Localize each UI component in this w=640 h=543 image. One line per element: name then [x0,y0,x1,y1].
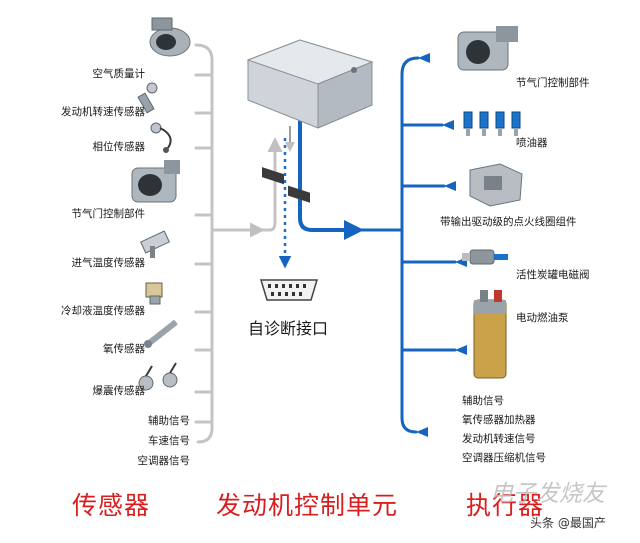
ecu-unit-icon [246,39,374,203]
canister-solenoid-icon [462,249,508,265]
watermark-caption: 头条 @最国产 [530,516,606,530]
fuel-injector-icon [463,111,521,136]
sensor-signal-label-2: 车速信号 [148,435,190,447]
phase-sensor-icon [150,122,172,153]
watermark-brand: 电子发烧友 [490,481,605,507]
fuel-pump-icon [473,290,507,379]
actuator-signal-label-3: 发动机转速信号 [462,433,536,445]
actuator-signal-label-2: 氧传感器加热器 [462,414,536,426]
sensor-label-1: 空气质量计 [92,68,146,80]
ecu-to-actuator-arrow [298,112,364,240]
ecu-title: 发动机控制单元 [216,491,399,520]
obd-label: 自诊断接口 [248,319,329,338]
sensor-label-8: 爆震传感器 [92,385,146,397]
engine-speed-sensor-icon [137,82,158,114]
actuator-label-5: 电动燃油泵 [516,312,569,324]
sensor-label-6: 冷却液温度传感器 [61,305,145,317]
actuator-signal-label-4: 空调器压缩机信号 [462,452,546,464]
actuator-label-3: 带输出驱动级的点火线圈组件 [440,216,577,228]
obd-connector-icon [259,279,319,301]
sensor-signal-label-1: 辅助信号 [148,415,190,427]
throttle-body-icon [131,160,180,203]
oxygen-sensor-icon [144,319,178,348]
actuator-label-1: 节气门控制部件 [516,77,590,89]
sensor-label-7: 氧传感器 [103,343,145,355]
intake-temp-sensor-icon [140,230,170,258]
sensor-bus [194,43,214,444]
sensor-label-5: 进气温度传感器 [71,257,146,269]
sensor-label-3: 相位传感器 [92,141,146,153]
actuator-bus [358,56,457,434]
knock-sensor-icon [138,362,178,391]
throttle-body-icon-actuator [457,26,518,71]
actuator-label-4: 活性炭罐电磁阀 [516,269,590,281]
sensor-feed-arrow [262,137,283,232]
coolant-temp-sensor-icon [145,282,163,305]
ignition-coil-icon [469,163,523,207]
sensors-title: 传感器 [72,491,151,520]
actuator-signal-label-1: 辅助信号 [462,395,504,407]
sensor-label-2: 发动机转速传感器 [61,106,145,118]
actuators-title: 执行器 [466,491,545,520]
sensor-signal-label-3: 空调器信号 [137,455,191,467]
air-mass-meter-icon [149,17,191,57]
actuator-label-2: 喷油器 [516,137,548,149]
sensor-label-4: 节气门控制部件 [71,208,146,220]
